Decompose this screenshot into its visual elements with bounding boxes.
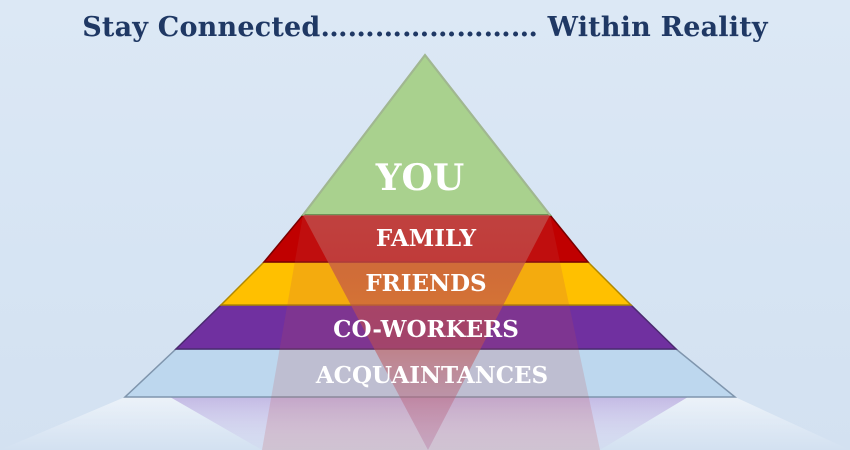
label-friends: FRIENDS [365,270,486,297]
overlay-inverted-triangle [303,215,550,450]
label-family: FAMILY [376,225,477,252]
slide-title: Stay Connected…………………… Within Reality [82,12,768,43]
label-acquaintances: ACQUAINTANCES [315,362,548,389]
label-co-workers: CO-WORKERS [333,316,519,343]
apex-highlight [302,53,551,216]
overlay-inner-band [262,215,600,450]
label-you: YOU [375,157,464,199]
